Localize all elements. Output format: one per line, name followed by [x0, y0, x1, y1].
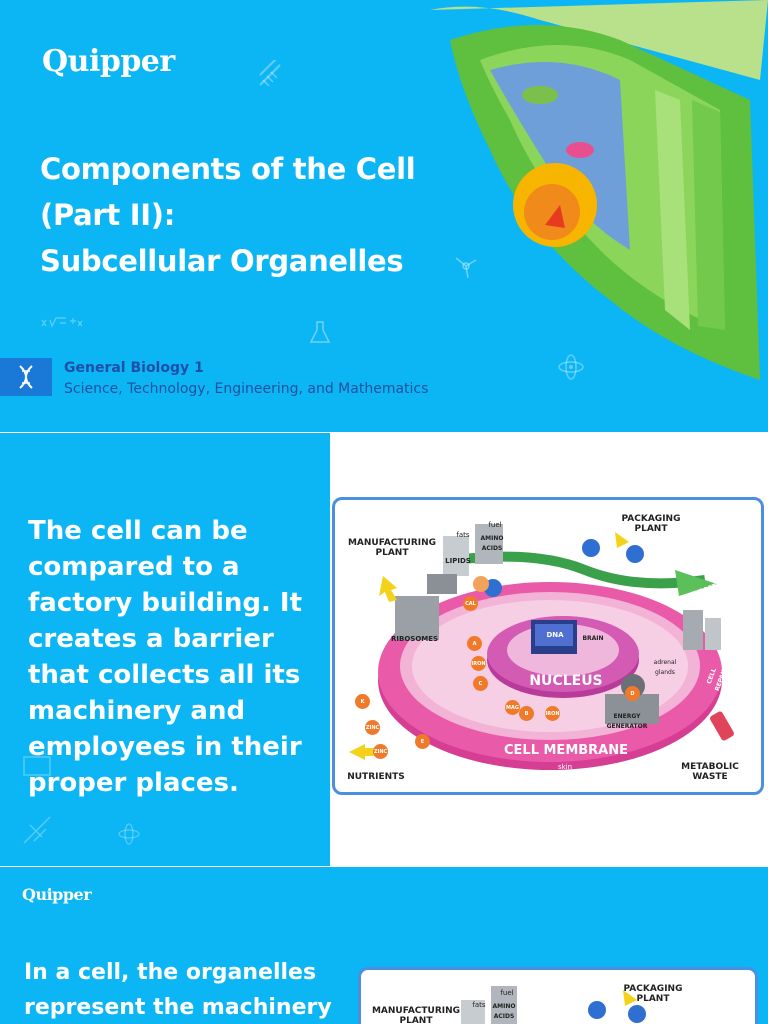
- label-brain: BRAIN: [582, 635, 604, 642]
- atom-doodle-icon: [118, 823, 140, 845]
- dna-icon: [19, 365, 33, 389]
- label-fuel: fuel: [488, 521, 502, 529]
- quipper-logo: Quipper: [22, 885, 92, 904]
- formula-doodle-icon: [41, 317, 83, 328]
- subject-badge: [0, 358, 52, 396]
- title-line: Components of the Cell: [40, 152, 416, 186]
- organelle-paragraph: In a cell, the organelles represent the …: [24, 960, 332, 1020]
- label-nucleus: NUCLEUS: [529, 673, 603, 689]
- label-ribosomes: RIBOSOMES: [391, 635, 439, 643]
- text-panel: The cell can be compared to a factory bu…: [0, 433, 330, 866]
- label-packaging-plant: PACKAGING PLANT: [621, 514, 681, 534]
- organelle-slide: Quipper In a cell, the organelles repres…: [0, 867, 768, 1024]
- atom-doodle-icon: [558, 354, 584, 380]
- label-amino-acids: AMINO ACIDS: [492, 1003, 516, 1020]
- molecule-doodle-icon: [455, 257, 477, 279]
- label-cell-membrane: CELL MEMBRANE: [503, 743, 628, 758]
- title-line: (Part II):: [40, 198, 175, 232]
- nutrient-token: A: [467, 636, 482, 651]
- analogy-paragraph: The cell can be compared to a factory bu…: [28, 516, 303, 798]
- nutrient-token: IRON: [471, 656, 486, 671]
- factory-illustration-preview: [461, 986, 646, 1024]
- dna-doodle-icon: [259, 60, 281, 87]
- label-energy-generator: ENERGY GENERATOR: [606, 713, 648, 730]
- plant-cell-illustration: [430, 0, 768, 380]
- label-amino-acids: AMINO ACIDS: [480, 535, 504, 552]
- nutrient-token: B: [519, 706, 534, 721]
- subject-field: Science, Technology, Engineering, and Ma…: [64, 381, 429, 397]
- nutrient-token: C: [473, 676, 488, 691]
- airplane-doodle-icon: [23, 816, 51, 844]
- title-line: Subcellular Organelles: [40, 244, 404, 278]
- nutrient-token: MAG: [505, 700, 520, 715]
- bee-doodle-icon: [23, 756, 51, 776]
- label-fuel: fuel: [500, 989, 514, 997]
- nutrient-token: CAL: [463, 596, 478, 611]
- label-fats: fats: [456, 531, 470, 539]
- flask-doodle-icon: [309, 321, 331, 343]
- label-dna: DNA: [546, 631, 564, 639]
- label-fats: fats: [472, 1001, 486, 1009]
- slide-title: Components of the Cell (Part II): Subcel…: [40, 146, 416, 284]
- factory-illustration: [349, 524, 734, 770]
- nutrient-token: E: [415, 734, 430, 749]
- quipper-logo: Quipper: [42, 44, 175, 79]
- label-metabolic-waste: METABOLIC WASTE: [681, 762, 739, 782]
- analogy-slide: The cell can be compared to a factory bu…: [0, 433, 768, 866]
- nutrient-token: IRON: [545, 706, 560, 721]
- label-manufacturing-plant: MANUFACTURING PLANT: [347, 538, 437, 558]
- label-lipids: LIPIDS: [445, 557, 471, 565]
- label-skin: skin: [557, 763, 573, 771]
- cell-factory-diagram-preview: MANUFACTURING PLANT PACKAGING PLANT fats…: [358, 967, 758, 1024]
- label-manufacturing-plant: MANUFACTURING PLANT: [371, 1006, 461, 1024]
- title-slide: Quipper Components of the Cell (Part II)…: [0, 0, 768, 432]
- nutrient-token: K: [355, 694, 370, 709]
- nutrient-token: ZINC: [365, 720, 380, 735]
- nutrient-token: D: [625, 686, 640, 701]
- label-packaging-plant: PACKAGING PLANT: [623, 984, 683, 1004]
- label-adrenal-glands: adrenal glands: [653, 659, 677, 676]
- label-nutrients: NUTRIENTS: [347, 772, 405, 782]
- subject-name: General Biology 1: [64, 360, 204, 376]
- nutrient-token: ZINC: [373, 744, 388, 759]
